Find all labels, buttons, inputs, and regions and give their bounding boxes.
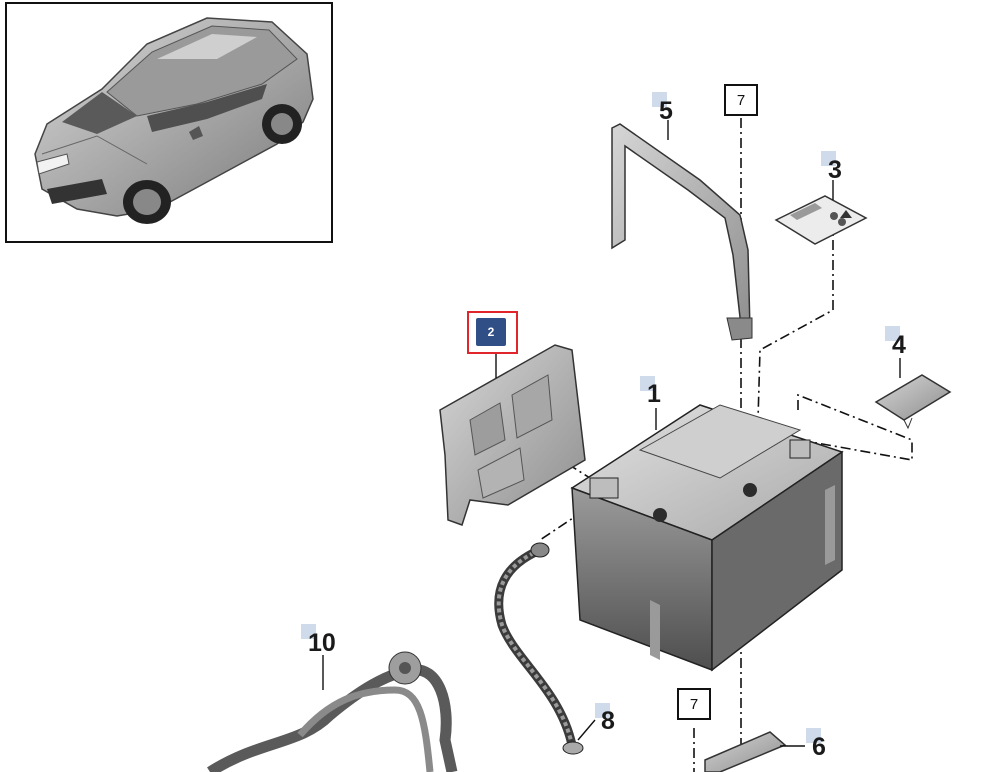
ground-cable[interactable] [494,542,584,755]
callout-5[interactable]: 5 [659,97,673,125]
leader-8 [539,499,601,541]
callout-marker-5 [652,92,667,107]
callout-8[interactable]: 8 [601,707,615,735]
vehicle-thumbnail[interactable] [5,2,333,243]
callout-marker-6 [806,728,821,743]
callout-marker-3 [821,151,836,166]
leader-4 [797,393,913,461]
callout-7-top[interactable]: 7 [724,84,758,116]
callout-marker-10 [301,624,316,639]
leader-3 [757,200,834,421]
bracket[interactable] [704,731,787,772]
callout-1[interactable]: 1 [647,380,661,408]
heat-shield[interactable] [439,344,586,526]
callout-2-selected[interactable]: 2 [476,318,506,346]
hold-down-strap[interactable] [611,123,753,341]
callout-6[interactable]: 6 [812,733,826,761]
callout-4[interactable]: 4 [892,331,906,359]
battery[interactable] [570,404,844,672]
callout-10[interactable]: 10 [308,629,336,657]
wiring-harness[interactable] [207,651,458,772]
warning-label[interactable] [774,195,868,245]
callout-marker-4 [885,326,900,341]
callout-marker-8 [595,703,610,718]
suv-vehicle-icon [34,17,314,224]
callout-7-bottom[interactable]: 7 [677,688,711,720]
terminal-cover[interactable] [874,374,952,430]
callout-3[interactable]: 3 [828,156,842,184]
callout-marker-1 [640,376,655,391]
label-stubs [322,120,901,747]
selected-callout-frame[interactable] [467,311,518,354]
